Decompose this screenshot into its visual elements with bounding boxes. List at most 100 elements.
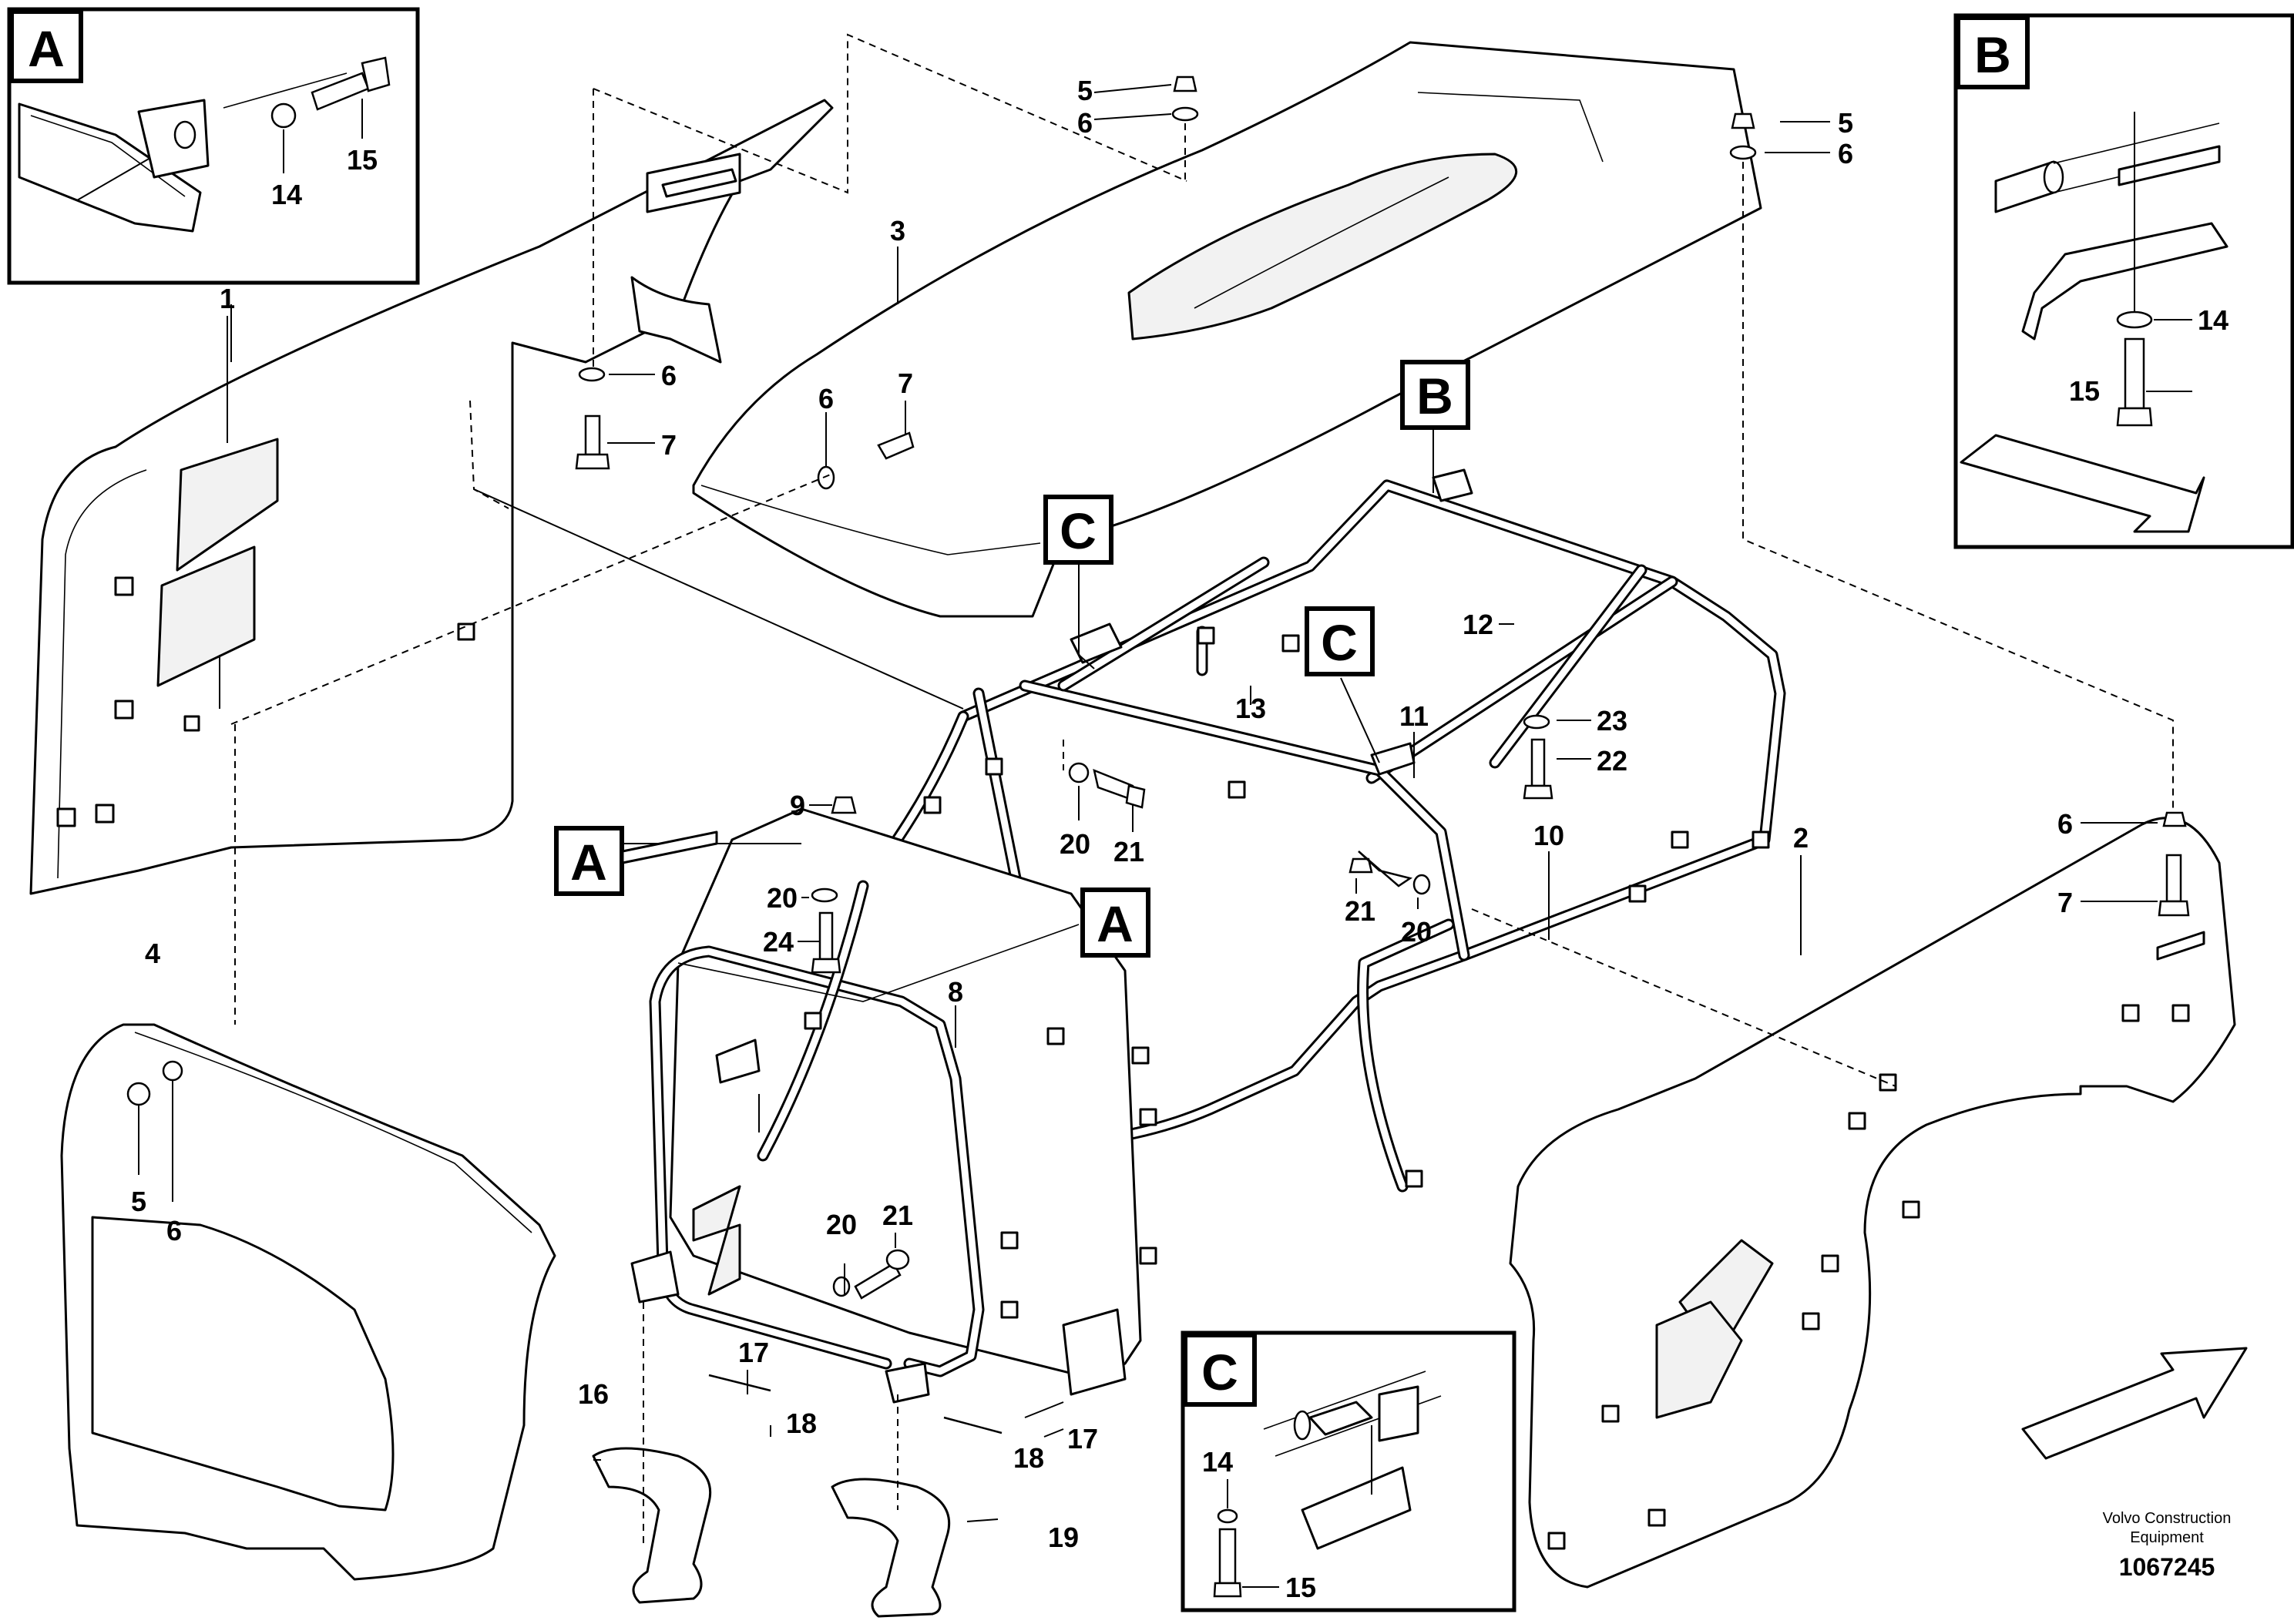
direction-arrow-b: [1960, 434, 2205, 533]
drawing-number: 1067245: [2119, 1553, 2215, 1581]
bolt-7-right: [2165, 854, 2182, 903]
part-8-front-frame: [630, 807, 1157, 1404]
label-8: 8: [948, 976, 963, 1008]
label-7-right: 7: [2057, 887, 2073, 918]
detail-inset-b: B 14 15: [1953, 13, 2294, 549]
label-20-upper: 20: [767, 882, 798, 914]
detail-b-frame: [1953, 13, 2294, 549]
detail-inset-a: A 14 15: [7, 7, 420, 285]
callout-a-left: A: [570, 834, 607, 891]
label-23: 23: [1597, 705, 1627, 737]
front-panel-window-frame: [91, 1216, 395, 1512]
label-14-a: 14: [271, 179, 302, 210]
washer-6-right: [2162, 811, 2187, 827]
label-16: 16: [578, 1378, 609, 1410]
washer-6-roof-left: [1171, 106, 1199, 122]
part-1-left-side-panel: [29, 99, 834, 895]
part-2-right-side-panel: [1509, 817, 2236, 1589]
label-24: 24: [763, 926, 794, 958]
callout-c-left: C: [1060, 502, 1097, 559]
washer-6-roof: [817, 465, 835, 490]
detail-a-letter: A: [28, 20, 65, 77]
washer-6-left: [578, 367, 606, 382]
left-side-panel: [29, 99, 834, 895]
part-4-front-panel: [60, 1023, 556, 1581]
label-19: 19: [1048, 1522, 1079, 1553]
front-frame-foot-right: [885, 1362, 930, 1404]
washer-20-upper: [811, 887, 838, 903]
washer-20-right: [1412, 874, 1431, 895]
label-10: 10: [1533, 820, 1564, 851]
label-13: 13: [1235, 693, 1266, 724]
detail-c-frame: [1181, 1330, 1516, 1612]
label-21-right: 21: [1345, 895, 1375, 927]
detail-b-letter: B: [1974, 26, 2011, 83]
washer-14-a: [270, 102, 297, 129]
front-frame-foot-left: [630, 1250, 680, 1304]
company-name-line2: Equipment: [2130, 1529, 2204, 1546]
nut-5-roof-right: [1731, 112, 1755, 129]
label-6-roof-right: 6: [1838, 138, 1853, 169]
detail-a-letter-box: [9, 9, 83, 83]
label-7-left: 7: [661, 429, 677, 461]
label-15-a: 15: [347, 144, 378, 176]
tube-c: [1301, 1466, 1412, 1550]
right-side-panel: [1509, 817, 2236, 1589]
callout-c-right: C: [1321, 614, 1358, 671]
bolt-21-right: [1358, 851, 1413, 887]
detail-inset-c: C 14 15: [1181, 1330, 1516, 1612]
label-1: 1: [220, 283, 235, 314]
bracket-b: [2021, 222, 2229, 341]
step-16: [592, 1447, 712, 1604]
label-7-roof: 7: [898, 367, 913, 399]
company-name-line1: Volvo Construction: [2103, 1510, 2232, 1527]
label-6-left: 6: [661, 360, 677, 391]
washer-14-b: [2116, 310, 2153, 329]
roof-hatch: [1127, 153, 1518, 341]
label-20-mid: 20: [1060, 828, 1090, 860]
label-20-lower: 20: [826, 1209, 857, 1240]
label-18-right: 18: [1013, 1442, 1044, 1474]
bolt-21-lower: [854, 1262, 902, 1300]
washer-20-lower: [832, 1276, 851, 1297]
label-14-b: 14: [2198, 304, 2229, 336]
detail-c-letter: C: [1201, 1344, 1238, 1401]
label-20-right: 20: [1401, 916, 1432, 948]
pin-17-right: [943, 1416, 1003, 1434]
bolt-15-b: [2124, 337, 2145, 410]
label-22: 22: [1597, 745, 1627, 777]
bolt-22: [1530, 738, 1546, 787]
nut-5-roof-left: [1173, 75, 1197, 92]
frame-bracket-b: [1432, 468, 1473, 502]
callout-letter-boxes: A A B C C: [554, 360, 1470, 958]
roof-bolt: [877, 431, 915, 460]
callout-box-a-right: [1080, 887, 1150, 958]
nut-12: [1349, 857, 1373, 874]
part-19-step-right: [831, 1478, 951, 1618]
label-21-mid: 21: [1113, 836, 1144, 867]
label-6-roof: 6: [818, 383, 834, 414]
front-direction-arrow: [2021, 1347, 2248, 1460]
pin-17-left: [708, 1374, 771, 1392]
label-5-front: 5: [131, 1186, 146, 1217]
bolt-7-left: [584, 414, 601, 456]
leader-lines: [227, 84, 2158, 1522]
part-16-step-left: [592, 1447, 712, 1604]
callout-box-b: [1400, 360, 1470, 430]
label-21-lower: 21: [882, 1200, 913, 1231]
bolt-24: [818, 911, 834, 961]
part-3-roof: [692, 41, 1762, 618]
label-15-c: 15: [1285, 1572, 1316, 1603]
callout-b: B: [1416, 367, 1453, 424]
label-6-right: 6: [2057, 808, 2073, 840]
washer-6-roof-right: [1729, 145, 1757, 160]
washer-23: [1523, 714, 1550, 730]
detail-b-letter-box: [1956, 15, 2030, 89]
detail-a-frame: [7, 7, 420, 285]
nut-5-front: [126, 1082, 151, 1106]
step-19: [831, 1478, 951, 1618]
bolt-15-a: [311, 72, 370, 111]
label-17-left: 17: [738, 1337, 769, 1368]
